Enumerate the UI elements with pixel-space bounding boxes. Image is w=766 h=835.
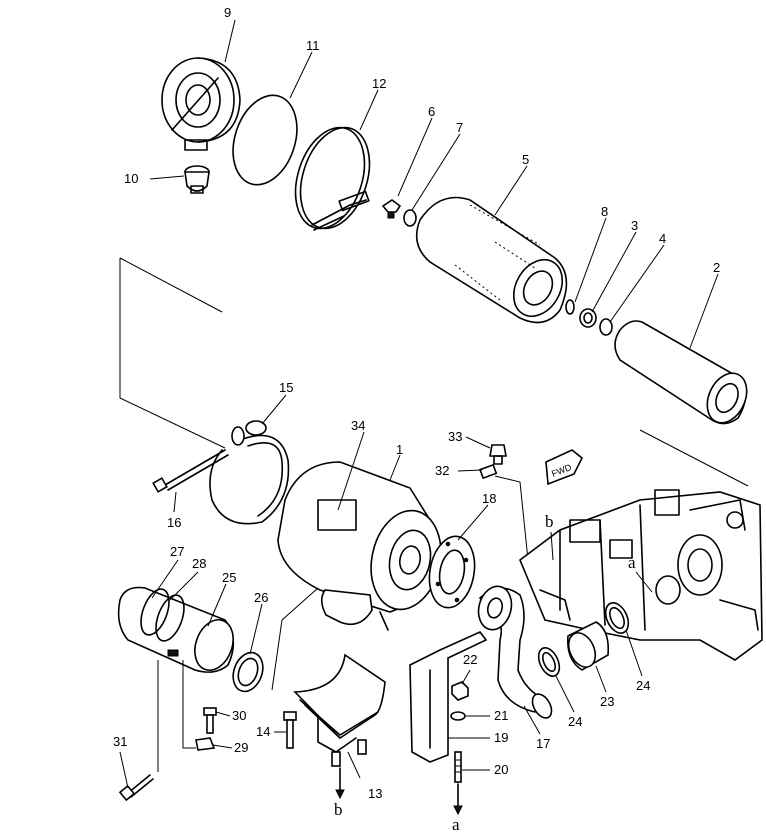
part-30-bolt <box>203 707 217 734</box>
guide-line-32 <box>494 475 529 561</box>
guide-lines-upper <box>119 257 749 487</box>
part-20-stud <box>454 751 462 783</box>
part-5-outer-element <box>415 196 568 324</box>
ref-b-arrow <box>335 767 345 800</box>
part-18-gasket <box>428 535 476 609</box>
part-27-band <box>140 588 170 636</box>
part-4-washer <box>599 318 613 336</box>
callout-1: 1 <box>396 442 403 457</box>
callout-2: 2 <box>713 260 720 275</box>
part-25-pipe <box>117 586 235 673</box>
callout-6: 6 <box>428 104 435 119</box>
part-28-band <box>155 594 185 657</box>
callout-32: 32 <box>435 463 449 478</box>
part-12-band-clamp <box>294 126 371 231</box>
guide-line-29 <box>182 660 196 749</box>
leader-lines <box>119 19 719 789</box>
part-26-clamp <box>232 651 264 693</box>
callout-21: 21 <box>494 708 508 723</box>
callout-31: 31 <box>113 734 127 749</box>
part-6-wing-nut <box>381 199 402 219</box>
callout-9: 9 <box>224 5 231 20</box>
part-24-clamp-right <box>604 602 630 634</box>
callout-20: 20 <box>494 762 508 777</box>
callout-14: 14 <box>256 724 270 739</box>
ref-b-engine: b <box>545 512 554 531</box>
callout-4: 4 <box>659 231 666 246</box>
callout-11: 11 <box>306 38 320 53</box>
ref-a-engine: a <box>628 553 636 572</box>
part-14-bolt <box>283 711 297 749</box>
callout-26: 26 <box>254 590 268 605</box>
callout-12: 12 <box>372 76 386 91</box>
ref-a-arrow <box>453 783 463 816</box>
callout-15: 15 <box>279 380 293 395</box>
part-7-washer <box>403 209 417 227</box>
part-13-support <box>293 653 386 767</box>
guide-line-26 <box>271 587 319 691</box>
part-8-washer <box>565 299 575 315</box>
callout-18: 18 <box>482 491 496 506</box>
callout-30: 30 <box>232 708 246 723</box>
callout-3: 3 <box>631 218 638 233</box>
ref-b-engine-line <box>550 531 554 561</box>
part-15-band <box>209 420 290 525</box>
part-3-nut <box>579 308 597 328</box>
part-29-clip <box>195 737 216 751</box>
part-24-clamp-left <box>537 647 561 677</box>
part-11-o-ring <box>232 94 298 186</box>
ref-b-bottom: b <box>334 800 343 819</box>
part-22-nut <box>451 681 469 701</box>
callout-13: 13 <box>368 786 382 801</box>
ref-a-bottom: a <box>452 815 460 834</box>
callout-22: 22 <box>463 652 477 667</box>
part-33-sensor <box>489 444 507 465</box>
callout-19: 19 <box>494 730 508 745</box>
part-10-valve <box>184 165 210 194</box>
engine-block <box>519 489 763 661</box>
fwd-direction-tag: FWD <box>545 449 584 486</box>
ref-a-engine-line <box>635 571 653 593</box>
callout-34: 34 <box>351 418 365 433</box>
callout-labels: 9 11 12 6 7 5 8 3 4 2 10 15 16 34 1 18 3… <box>113 5 720 801</box>
callout-27: 27 <box>170 544 184 559</box>
part-31-bolt <box>118 774 154 802</box>
part-1-air-cleaner-body <box>277 461 442 631</box>
callout-24-left: 24 <box>568 714 582 729</box>
part-19-bracket <box>409 631 488 763</box>
callout-23: 23 <box>600 694 614 709</box>
callout-5: 5 <box>522 152 529 167</box>
callout-8: 8 <box>601 204 608 219</box>
callout-25: 25 <box>222 570 236 585</box>
part-9-cover <box>161 57 241 151</box>
callout-7: 7 <box>456 120 463 135</box>
part-21-washer <box>450 711 466 721</box>
part-16-bolt <box>152 449 229 493</box>
callout-28: 28 <box>192 556 206 571</box>
callout-33: 33 <box>448 429 462 444</box>
callout-10: 10 <box>124 171 138 186</box>
part-17-elbow <box>477 585 553 719</box>
callout-24-right: 24 <box>636 678 650 693</box>
part-23-hose <box>566 621 610 671</box>
callout-16: 16 <box>167 515 181 530</box>
callout-17: 17 <box>536 736 550 751</box>
callout-29: 29 <box>234 740 248 755</box>
part-32-adapter <box>479 463 498 480</box>
part-2-inner-element <box>614 320 748 425</box>
